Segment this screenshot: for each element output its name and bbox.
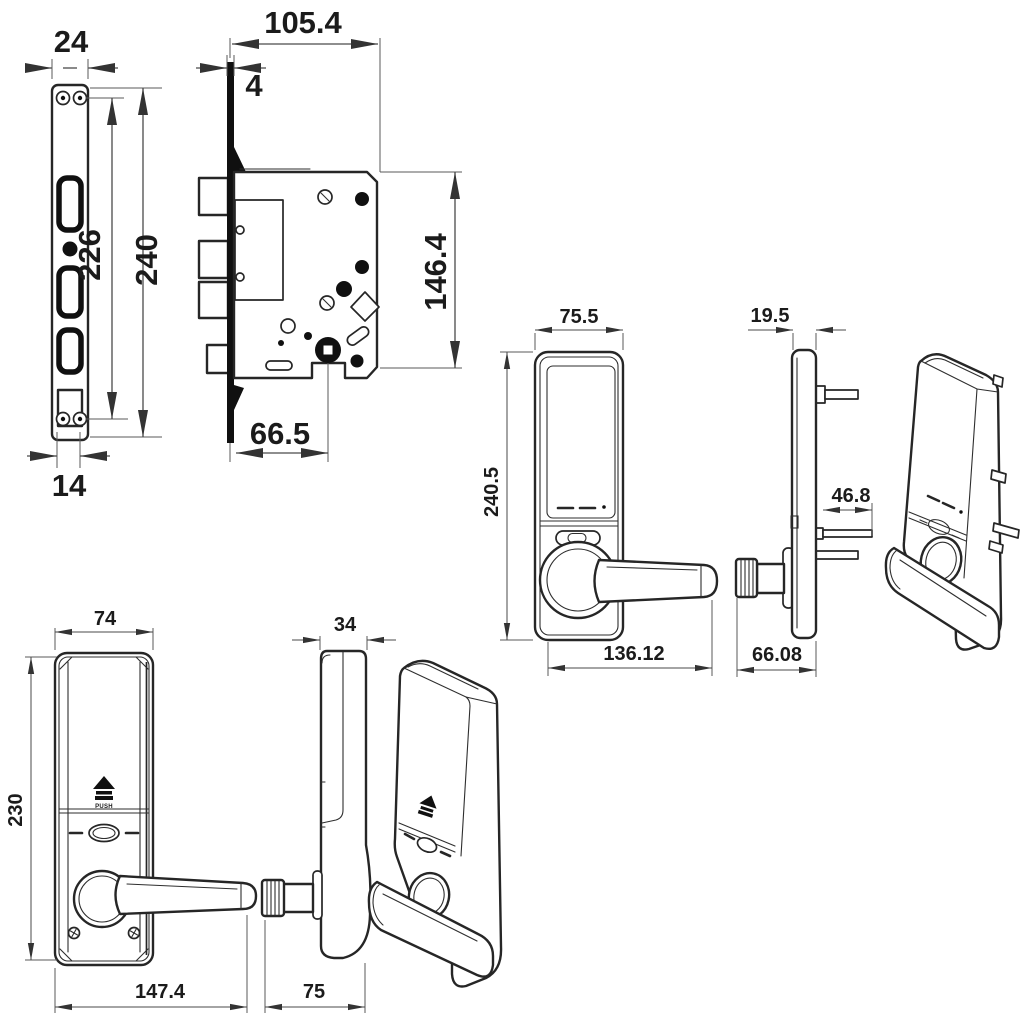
cylinder-cam-hole: [350, 291, 380, 322]
latch-bevel: [234, 147, 246, 172]
dim-backset: 66.5: [250, 416, 310, 451]
touch-panel: [546, 365, 616, 519]
mounting-peg: [992, 374, 1004, 388]
interior-body-side: [319, 649, 372, 960]
mortise-lock-view: 105.4 4 146.4 66.5: [196, 5, 462, 462]
dim-int-thickness: 34: [334, 614, 357, 636]
exterior-unit-perspective-view: [884, 353, 1020, 651]
deadbolt: [197, 239, 230, 280]
indicator-dash: [941, 501, 956, 510]
indicator-dot: [959, 510, 963, 514]
latch-bolt: [197, 176, 230, 217]
key-cover-3d: [928, 519, 950, 535]
dim-faceplate-thickness: 4: [245, 68, 263, 103]
handle-hub: [312, 870, 323, 920]
bolt-cutout: [56, 327, 84, 375]
mounting-peg: [988, 540, 1004, 554]
dim-strike-width: 24: [54, 24, 89, 59]
angled-slot: [346, 326, 370, 346]
lever-handle: [593, 558, 719, 604]
lock-faceplate: [227, 62, 234, 443]
dim-ext-depth-with-handle: 66.08: [752, 644, 802, 666]
dim-strike-screw-spacing: 14: [52, 468, 87, 503]
dim-strike-height: 240: [129, 234, 164, 286]
dim-int-width-with-handle: 147.4: [135, 981, 186, 1003]
handle-shaft: [281, 882, 315, 914]
dim-case-depth: 105.4: [264, 5, 342, 40]
deadbolt-cutout: [56, 265, 84, 319]
lever-handle-3d: [367, 880, 495, 978]
lever-handle: [114, 874, 258, 916]
exterior-unit-front-view: 75.5 240.5 136.12: [481, 306, 719, 676]
interior-unit-side-view: 34 75: [260, 614, 396, 1013]
indicator-dash: [439, 850, 452, 858]
push-label: PUSH: [95, 804, 113, 810]
latch-cutout: [56, 175, 84, 233]
dim-ext-width-with-handle: 136.12: [603, 643, 664, 665]
exterior-unit-side-view: 19.5 46.8 66.08: [734, 305, 873, 677]
indicator-dash: [403, 832, 416, 841]
handle-shaft: [755, 562, 786, 595]
latch-bevel: [234, 385, 244, 410]
dim-post-length: 46.8: [832, 485, 871, 507]
lever-handle-3d: [884, 546, 1001, 651]
dim-int-height: 230: [5, 793, 27, 826]
deadbolt: [197, 280, 230, 320]
dim-ext-thickness: 19.5: [751, 305, 790, 327]
dim-ext-height: 240.5: [481, 467, 503, 517]
push-arrow-icon: [93, 776, 115, 789]
handle-end-cap: [734, 557, 759, 599]
mounting-post: [814, 550, 859, 560]
interior-unit-front-view: 74 PUSH: [5, 608, 258, 1013]
indicator-dash: [926, 494, 941, 503]
thumbturn-3d: [416, 836, 438, 854]
mounting-peg: [990, 469, 1007, 484]
push-arrow-icon: [417, 795, 437, 818]
handle-end-cap: [260, 878, 286, 918]
dim-int-width: 74: [94, 608, 117, 630]
indicator-dot: [602, 505, 606, 509]
dim-strike-cutout-span: 226: [72, 229, 107, 281]
dim-handle-depth: 75: [303, 981, 325, 1003]
strike-plate-view: 24 226 240 14: [25, 24, 164, 503]
mounting-post-3d: [992, 522, 1020, 539]
dim-ext-width: 75.5: [560, 306, 599, 328]
interior-unit-perspective-view: [367, 659, 503, 988]
pin-hole: [62, 241, 78, 257]
dim-case-height: 146.4: [418, 232, 453, 310]
exterior-body-side: [790, 348, 818, 640]
follower-chamber: [234, 199, 284, 301]
